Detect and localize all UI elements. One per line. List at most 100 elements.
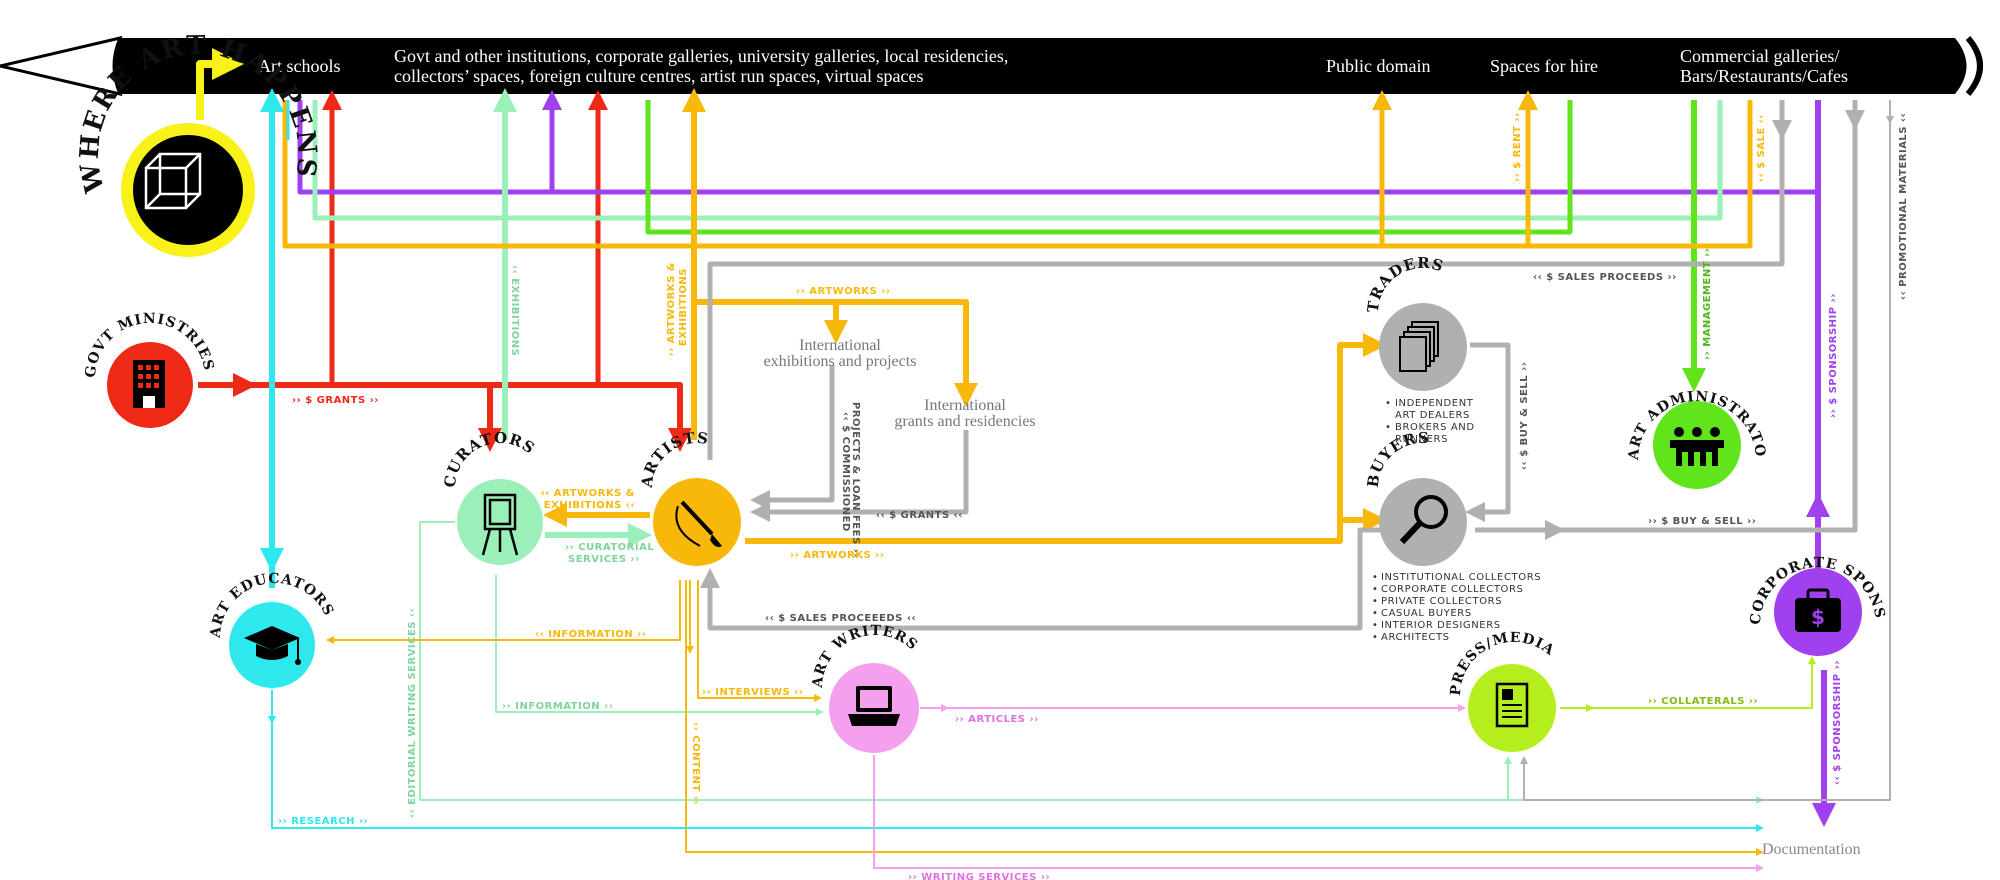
label-exhibitions: ‹‹ EXHIBITIONS [509, 265, 520, 356]
intl-grants-line1: International [924, 397, 1006, 414]
label-intl-grants: ‹‹ $ GRANTS ‹‹ [876, 510, 963, 521]
label-commissioned-2: PROJECTS & LOAN FEES ›› [850, 402, 861, 558]
graduation-cap-icon [244, 626, 301, 665]
laptop-icon [848, 686, 900, 726]
label-artworks-exhibitions-l1: ‹‹ ARTWORKS & [541, 488, 635, 499]
pencil-art-schools: Art schools [258, 56, 341, 76]
information-educators-line [326, 580, 681, 644]
interviews-line [697, 580, 822, 702]
traders-item: ART DEALERS [1395, 410, 1470, 421]
pencil-spaces-for-hire: Spaces for hire [1490, 56, 1598, 76]
buyers-item: ARCHITECTS [1381, 632, 1450, 643]
label-editorial: ‹‹ EDITORIAL WRITING SERVICES ‹‹ [407, 608, 418, 818]
label-curatorial-1: ›› CURATORIAL [565, 542, 654, 553]
traders-item: RUNNERS [1395, 434, 1448, 445]
pencil-institutions-line2: collectors’ spaces, foreign culture cent… [394, 66, 923, 86]
buyers-item: CORPORATE COLLECTORS [1381, 584, 1524, 595]
people-icon [1670, 427, 1724, 466]
buyers-bullet: • [1372, 596, 1379, 607]
label-artworks-mid: ›› ARTWORKS ›› [790, 550, 884, 561]
building-icon [133, 360, 165, 408]
briefcase-dollar-icon: $ [1795, 588, 1841, 632]
pencil-commercial-line2: Bars/Restaurants/Cafes [1680, 66, 1848, 86]
traders-item: BROKERS AND [1395, 422, 1475, 433]
label-commissioned-1: ‹‹ $ COMMISSIONED [840, 412, 851, 532]
buyers-bullet: • [1372, 608, 1379, 619]
green-top-line [645, 100, 1573, 235]
label-management: ›› MANAGEMENT ›› [1702, 248, 1713, 360]
traders-bullet-2: • [1385, 422, 1392, 433]
label-artworks-exhibitions-v1: ›› ARTWORKS & [666, 262, 677, 356]
documents-icon [1399, 321, 1439, 372]
pencil-institutions-line1: Govt and other institutions, corporate g… [394, 46, 1008, 66]
node-curators: CURATORS [441, 429, 543, 565]
traders-list: • INDEPENDENT ART DEALERS • BROKERS AND … [1385, 398, 1475, 445]
label-sponsorship-top: ›› $ SPONSORSHIP ›› [1828, 293, 1839, 418]
label-research: ›› RESEARCH ›› [278, 816, 368, 827]
buyers-list: • INSTITUTIONAL COLLECTORS • CORPORATE C… [1372, 572, 1541, 643]
node-art-educators: ART EDUCATORS [208, 571, 336, 688]
easel-icon [481, 493, 519, 556]
intl-exhibitions-line2: exhibitions and projects [764, 353, 917, 370]
node-govt-ministries: GOVT MINISTRIES [83, 311, 216, 428]
label-artworks-top: ›› ARTWORKS ›› [796, 286, 890, 297]
buyers-item: PRIVATE COLLECTORS [1381, 596, 1502, 607]
logo-arrow [196, 48, 244, 120]
newspaper-icon [1495, 682, 1529, 728]
logo-disc [133, 135, 243, 245]
flow-lines [196, 48, 1894, 872]
collaterals-line [1590, 656, 1816, 709]
buyers-bullet: • [1372, 620, 1379, 631]
buyers-bullet: • [1372, 572, 1379, 583]
node-art-writers: ART WRITERS [810, 623, 920, 753]
label-information-educators: ‹‹ INFORMATION ›› [535, 629, 646, 640]
label-grants: ›› $ GRANTS ›› [292, 395, 379, 406]
label-rent: ›› $ RENT ›› [1512, 112, 1523, 182]
curators-title: CURATORS [441, 429, 539, 489]
pencil-banner: Art schools Govt and other institutions,… [0, 35, 1983, 97]
node-press-media: PRESS/MEDIA [1448, 630, 1557, 752]
intl-grants-line2: grants and residencies [894, 413, 1035, 430]
intl-exhibitions-line1: International [799, 337, 881, 354]
commissioned-line [750, 365, 835, 510]
paintbrush-icon [675, 500, 722, 548]
international-boxes: International exhibitions and projects I… [764, 337, 1036, 430]
editorial-to-press-line [420, 756, 1512, 801]
svg-text:$: $ [1811, 605, 1825, 629]
buyers-bullet: • [1372, 584, 1379, 595]
label-content: ›› CONTENT ›› [690, 722, 701, 805]
documentation-label: Documentation [1762, 841, 1861, 858]
label-artworks-exhibitions-v2: EXHIBITIONS [678, 268, 689, 346]
buyers-item: INTERIOR DESIGNERS [1381, 620, 1501, 631]
artworks-intl-line [694, 299, 978, 407]
label-promotional: ‹‹ PROMOTIONAL MATERIALS ‹‹ [1898, 113, 1909, 300]
label-sales-proceeds-top: ‹‹ $ SALES PROCEEDS ›› [1533, 272, 1677, 283]
sales-proceeds-bottom-line [707, 527, 1380, 631]
buy-sell-to-commercial [1555, 100, 1858, 533]
label-sales-proceeds-bottom: ‹‹ $ SALES PROCEEEDS ‹‹ [765, 613, 916, 624]
orange-top-line [282, 100, 1753, 249]
node-buyers: BUYERS [1364, 429, 1467, 566]
buyers-bullet: • [1372, 632, 1379, 643]
cube-icon [144, 152, 202, 210]
research-line [271, 690, 1764, 832]
mint-top-line [312, 100, 1723, 221]
label-curatorial-2: SERVICES ›› [568, 554, 640, 565]
label-artworks-exhibitions-l2: EXHIBITIONS ‹‹ [544, 500, 635, 511]
label-sale: ‹‹ $ SALE ‹‹ [1756, 114, 1767, 182]
flow-labels: ›› $ GRANTS ›› ‹‹ EXHIBITIONS ›› ARTWORK… [278, 112, 1909, 880]
label-collaterals: ›› COLLATERALS ›› [1648, 696, 1758, 707]
buyers-item: INSTITUTIONAL COLLECTORS [1381, 572, 1541, 583]
label-buy-sell-horizontal: ›› $ BUY & SELL ›› [1648, 516, 1756, 527]
content-line [685, 580, 1764, 856]
label-writing-services: ›› WRITING SERVICES ›› [908, 872, 1050, 880]
pencil-commercial-line1: Commercial galleries/ [1680, 46, 1839, 66]
grants-to-artists-line [245, 382, 692, 452]
intl-grants-line [750, 430, 969, 522]
artworks-to-traders-line [745, 333, 1387, 544]
information-writers-line [495, 575, 824, 716]
purple-top-line [297, 100, 1818, 195]
label-buy-sell-vertical: ‹‹ $ BUY & SELL ›› [1519, 362, 1530, 470]
label-interviews: ›› INTERVIEWS ›› [702, 687, 803, 698]
